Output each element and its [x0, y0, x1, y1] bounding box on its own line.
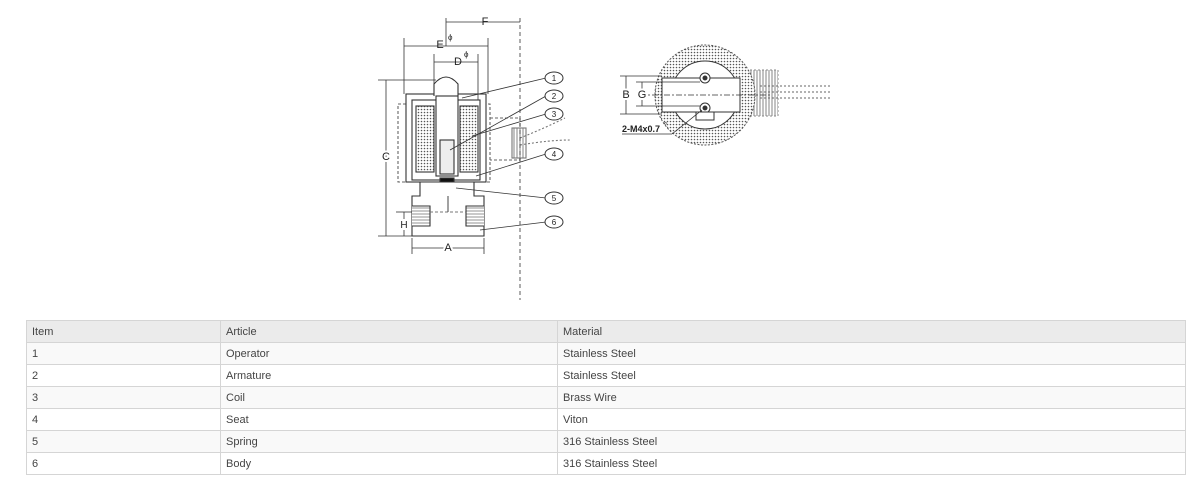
- cell-article: Spring: [220, 430, 558, 453]
- dim-label-d: D: [454, 56, 462, 68]
- dim-phi-e: ϕ: [448, 33, 453, 42]
- cell-item: 2: [26, 364, 221, 387]
- callout-label: 1: [552, 74, 557, 83]
- top-view: [620, 44, 830, 146]
- cell-material: 316 Stainless Steel: [557, 452, 1186, 475]
- callout-1: 1: [544, 71, 564, 85]
- cell-material: 316 Stainless Steel: [557, 430, 1186, 453]
- dim-label-h: H: [400, 220, 407, 231]
- callout-label: 5: [552, 194, 557, 203]
- cell-material: Stainless Steel: [557, 364, 1186, 387]
- dim-label-c: C: [382, 151, 390, 163]
- thread-label: 2-M4x0.7: [622, 124, 660, 134]
- dim-label-g: G: [638, 89, 647, 101]
- callout-label: 4: [552, 150, 557, 159]
- callout-label: 3: [552, 110, 557, 119]
- callout-5: 5: [544, 191, 564, 205]
- callout-6: 6: [544, 215, 564, 229]
- header-article: Article: [220, 320, 558, 343]
- header-item: Item: [26, 320, 221, 343]
- cell-item: 1: [26, 342, 221, 365]
- cell-article: Operator: [220, 342, 558, 365]
- table-row: 6 Body 316 Stainless Steel: [26, 452, 1186, 475]
- cell-item: 6: [26, 452, 221, 475]
- table-row: 5 Spring 316 Stainless Steel: [26, 430, 1186, 453]
- cell-article: Body: [220, 452, 558, 475]
- parts-table: Item Article Material 1 Operator Stainle…: [26, 320, 1186, 475]
- cell-item: 4: [26, 408, 221, 431]
- cell-item: 3: [26, 386, 221, 409]
- cell-article: Armature: [220, 364, 558, 387]
- dim-label-a: A: [444, 242, 452, 254]
- dim-label-f: F: [482, 16, 489, 28]
- cell-material: Stainless Steel: [557, 342, 1186, 365]
- dim-label-b: B: [622, 89, 629, 101]
- table-header-row: Item Article Material: [26, 320, 1186, 343]
- table-row: 1 Operator Stainless Steel: [26, 342, 1186, 365]
- table-row: 4 Seat Viton: [26, 408, 1186, 431]
- cell-article: Coil: [220, 386, 558, 409]
- section-view: [378, 18, 571, 300]
- dim-phi-d: ϕ: [464, 50, 469, 59]
- table-row: 3 Coil Brass Wire: [26, 386, 1186, 409]
- dim-label-e: E: [436, 39, 443, 51]
- table-row: 2 Armature Stainless Steel: [26, 364, 1186, 387]
- callout-label: 2: [552, 92, 557, 101]
- thread-degree: °: [664, 121, 667, 130]
- cell-article: Seat: [220, 408, 558, 431]
- callout-label: 6: [552, 218, 557, 227]
- header-material: Material: [557, 320, 1186, 343]
- cell-material: Viton: [557, 408, 1186, 431]
- callout-2: 2: [544, 89, 564, 103]
- callout-4: 4: [544, 147, 564, 161]
- callout-3: 3: [544, 107, 564, 121]
- cell-material: Brass Wire: [557, 386, 1186, 409]
- solenoid-valve-drawing: F E ϕ D ϕ C H A 1 2 3 4 5 6: [378, 16, 830, 300]
- cell-item: 5: [26, 430, 221, 453]
